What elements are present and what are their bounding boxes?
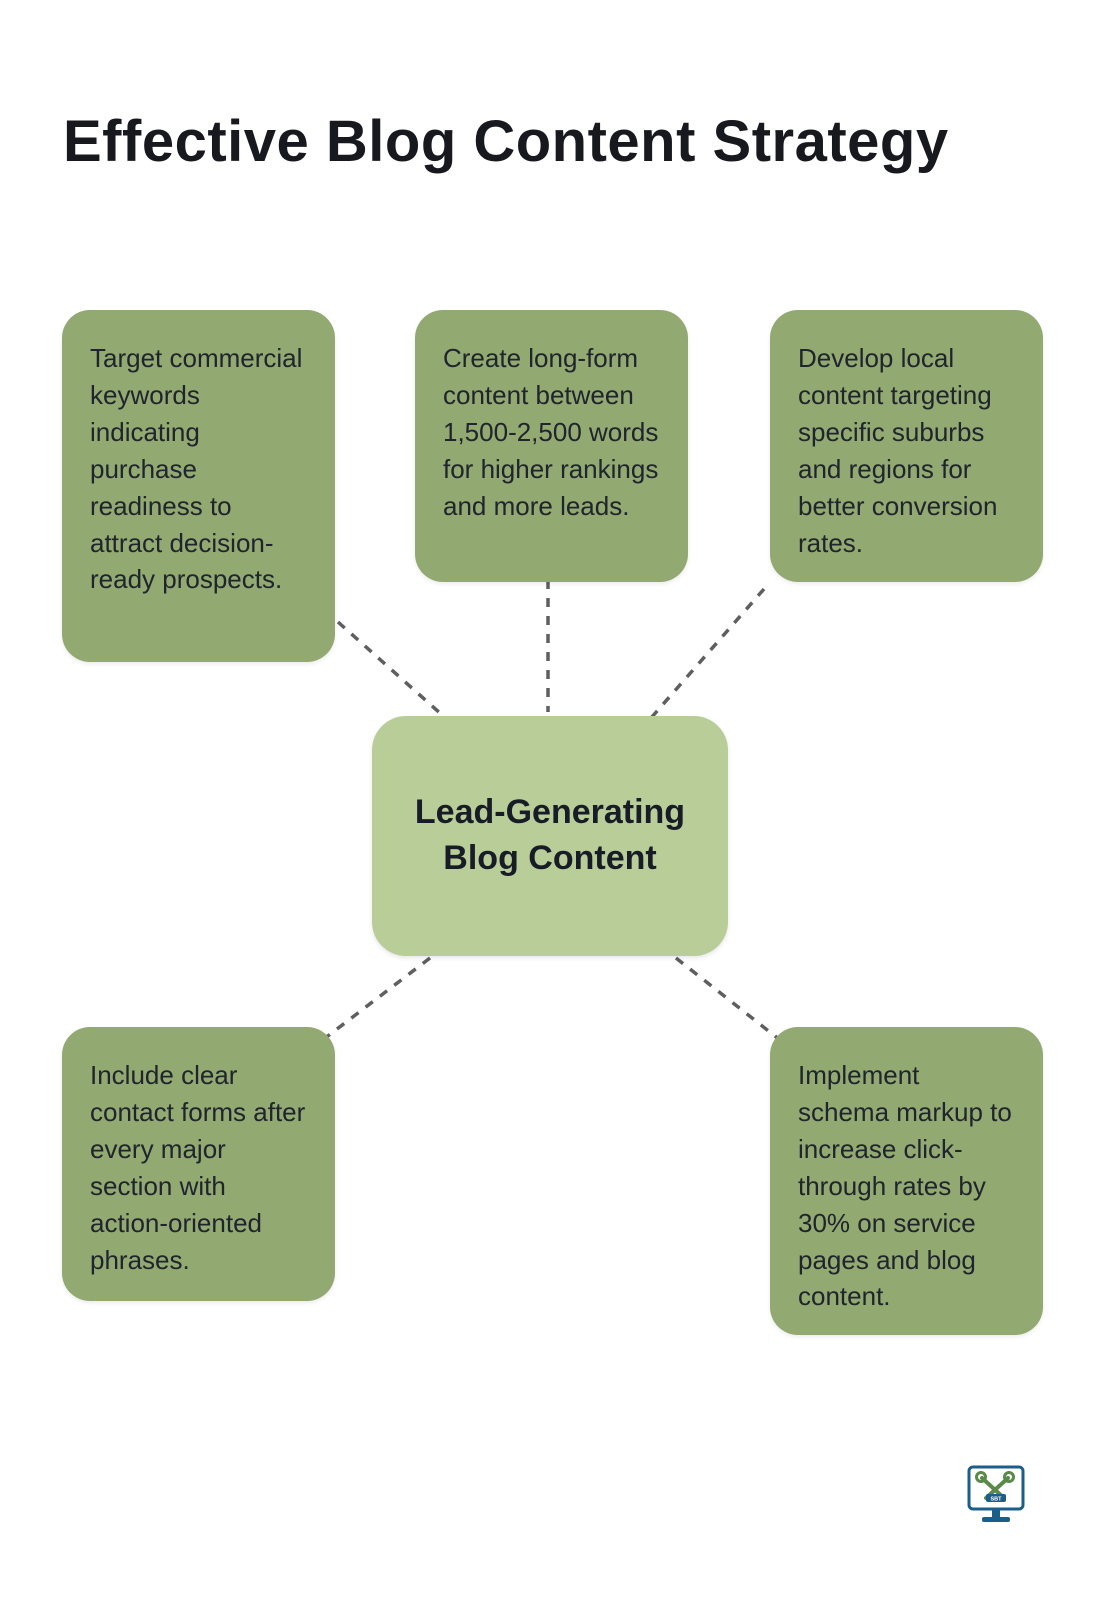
connector-top-right xyxy=(649,587,766,720)
node-text: Target commercial keywords indicating pu… xyxy=(90,343,303,595)
node-schema-markup: Implement schema markup to increase clic… xyxy=(770,1027,1043,1335)
page-title: Effective Blog Content Strategy xyxy=(63,109,949,174)
node-text: Develop local content targeting specific… xyxy=(798,343,998,558)
node-local-content: Develop local content targeting specific… xyxy=(770,310,1043,582)
node-text: Implement schema markup to increase clic… xyxy=(798,1060,1012,1312)
node-contact-forms: Include clear contact forms after every … xyxy=(62,1027,335,1301)
connector-bottom-right xyxy=(674,956,782,1042)
connector-bottom-left xyxy=(318,956,432,1044)
node-text: Create long-form content between 1,500-2… xyxy=(443,343,659,521)
center-node-lead-generating-blog-content: Lead-Generating Blog Content xyxy=(372,716,728,956)
center-node-label: Lead-Generating Blog Content xyxy=(414,793,686,877)
node-text: Include clear contact forms after every … xyxy=(90,1060,306,1275)
node-target-commercial-keywords: Target commercial keywords indicating pu… xyxy=(62,310,335,662)
node-long-form-content: Create long-form content between 1,500-2… xyxy=(415,310,688,582)
svg-text:SBT: SBT xyxy=(991,1497,1003,1503)
connector-top-left xyxy=(336,620,452,724)
monitor-tools-icon: SBT xyxy=(967,1465,1025,1522)
